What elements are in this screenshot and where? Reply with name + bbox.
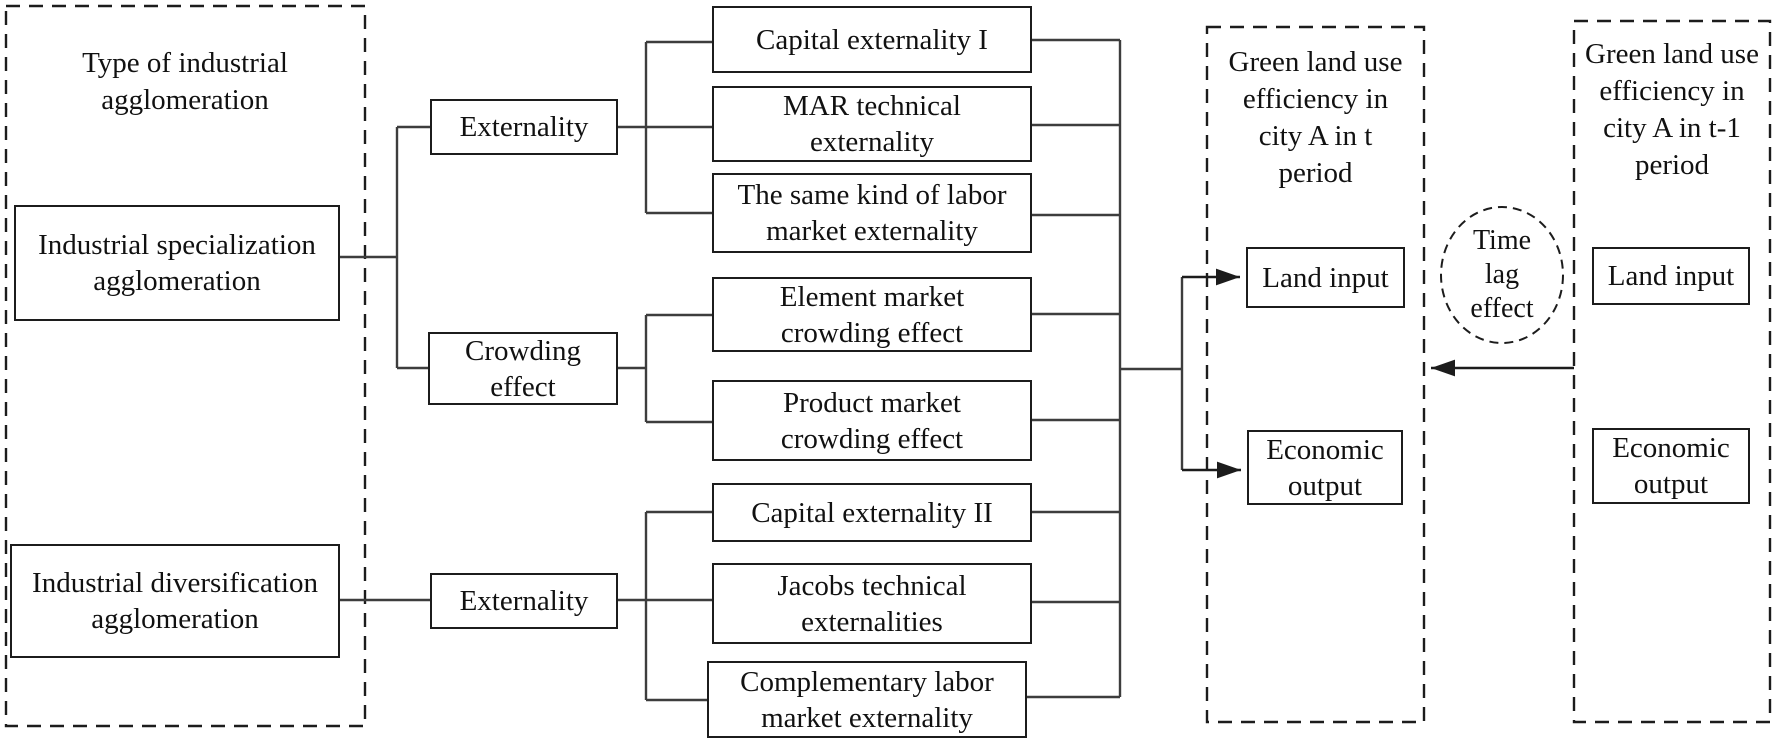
node-externality-top: Externality (430, 99, 618, 155)
t-period-panel-border (1205, 25, 1426, 724)
node-externality-bottom: Externality (430, 573, 618, 629)
dashed-panel-borders (4, 4, 1772, 728)
node-product-market-crowding: Product market crowding effect (712, 380, 1032, 461)
node-economic-output-t: Economic output (1247, 430, 1403, 505)
node-economic-output-t1: Economic output (1592, 428, 1750, 504)
node-same-labor-market-externality: The same kind of labor market externalit… (712, 173, 1032, 253)
node-jacobs-technical-externalities: Jacobs technical externalities (712, 563, 1032, 644)
node-industrial-specialization: Industrial specialization agglomeration (14, 205, 340, 321)
arrows (1182, 268, 1574, 479)
node-mar-technical-externality: MAR technical externality (712, 86, 1032, 162)
time-lag-label: Time lag effect (1470, 225, 1534, 324)
t1-period-panel-title: Green land use efficiency in city A in t… (1585, 38, 1759, 181)
connectors (340, 38, 1184, 702)
agglomeration-panel-title: Type of industrial agglomeration (82, 47, 288, 116)
node-capital-externality-2: Capital externality II (712, 483, 1032, 542)
t-period-panel-title: Green land use efficiency in city A in t… (1228, 46, 1403, 189)
node-land-input-t1: Land input (1592, 247, 1750, 305)
node-land-input-t: Land input (1246, 247, 1405, 308)
node-industrial-diversification: Industrial diversification agglomeration (10, 544, 340, 658)
time-lag-circle (1440, 206, 1564, 344)
t1-period-panel-border (1572, 19, 1772, 724)
node-element-market-crowding: Element market crowding effect (712, 277, 1032, 352)
node-crowding-effect: Crowding effect (428, 332, 618, 405)
node-capital-externality-1: Capital externality I (712, 6, 1032, 73)
node-complementary-labor-market: Complementary labor market externality (707, 661, 1027, 738)
agglomeration-panel-border (4, 4, 367, 728)
